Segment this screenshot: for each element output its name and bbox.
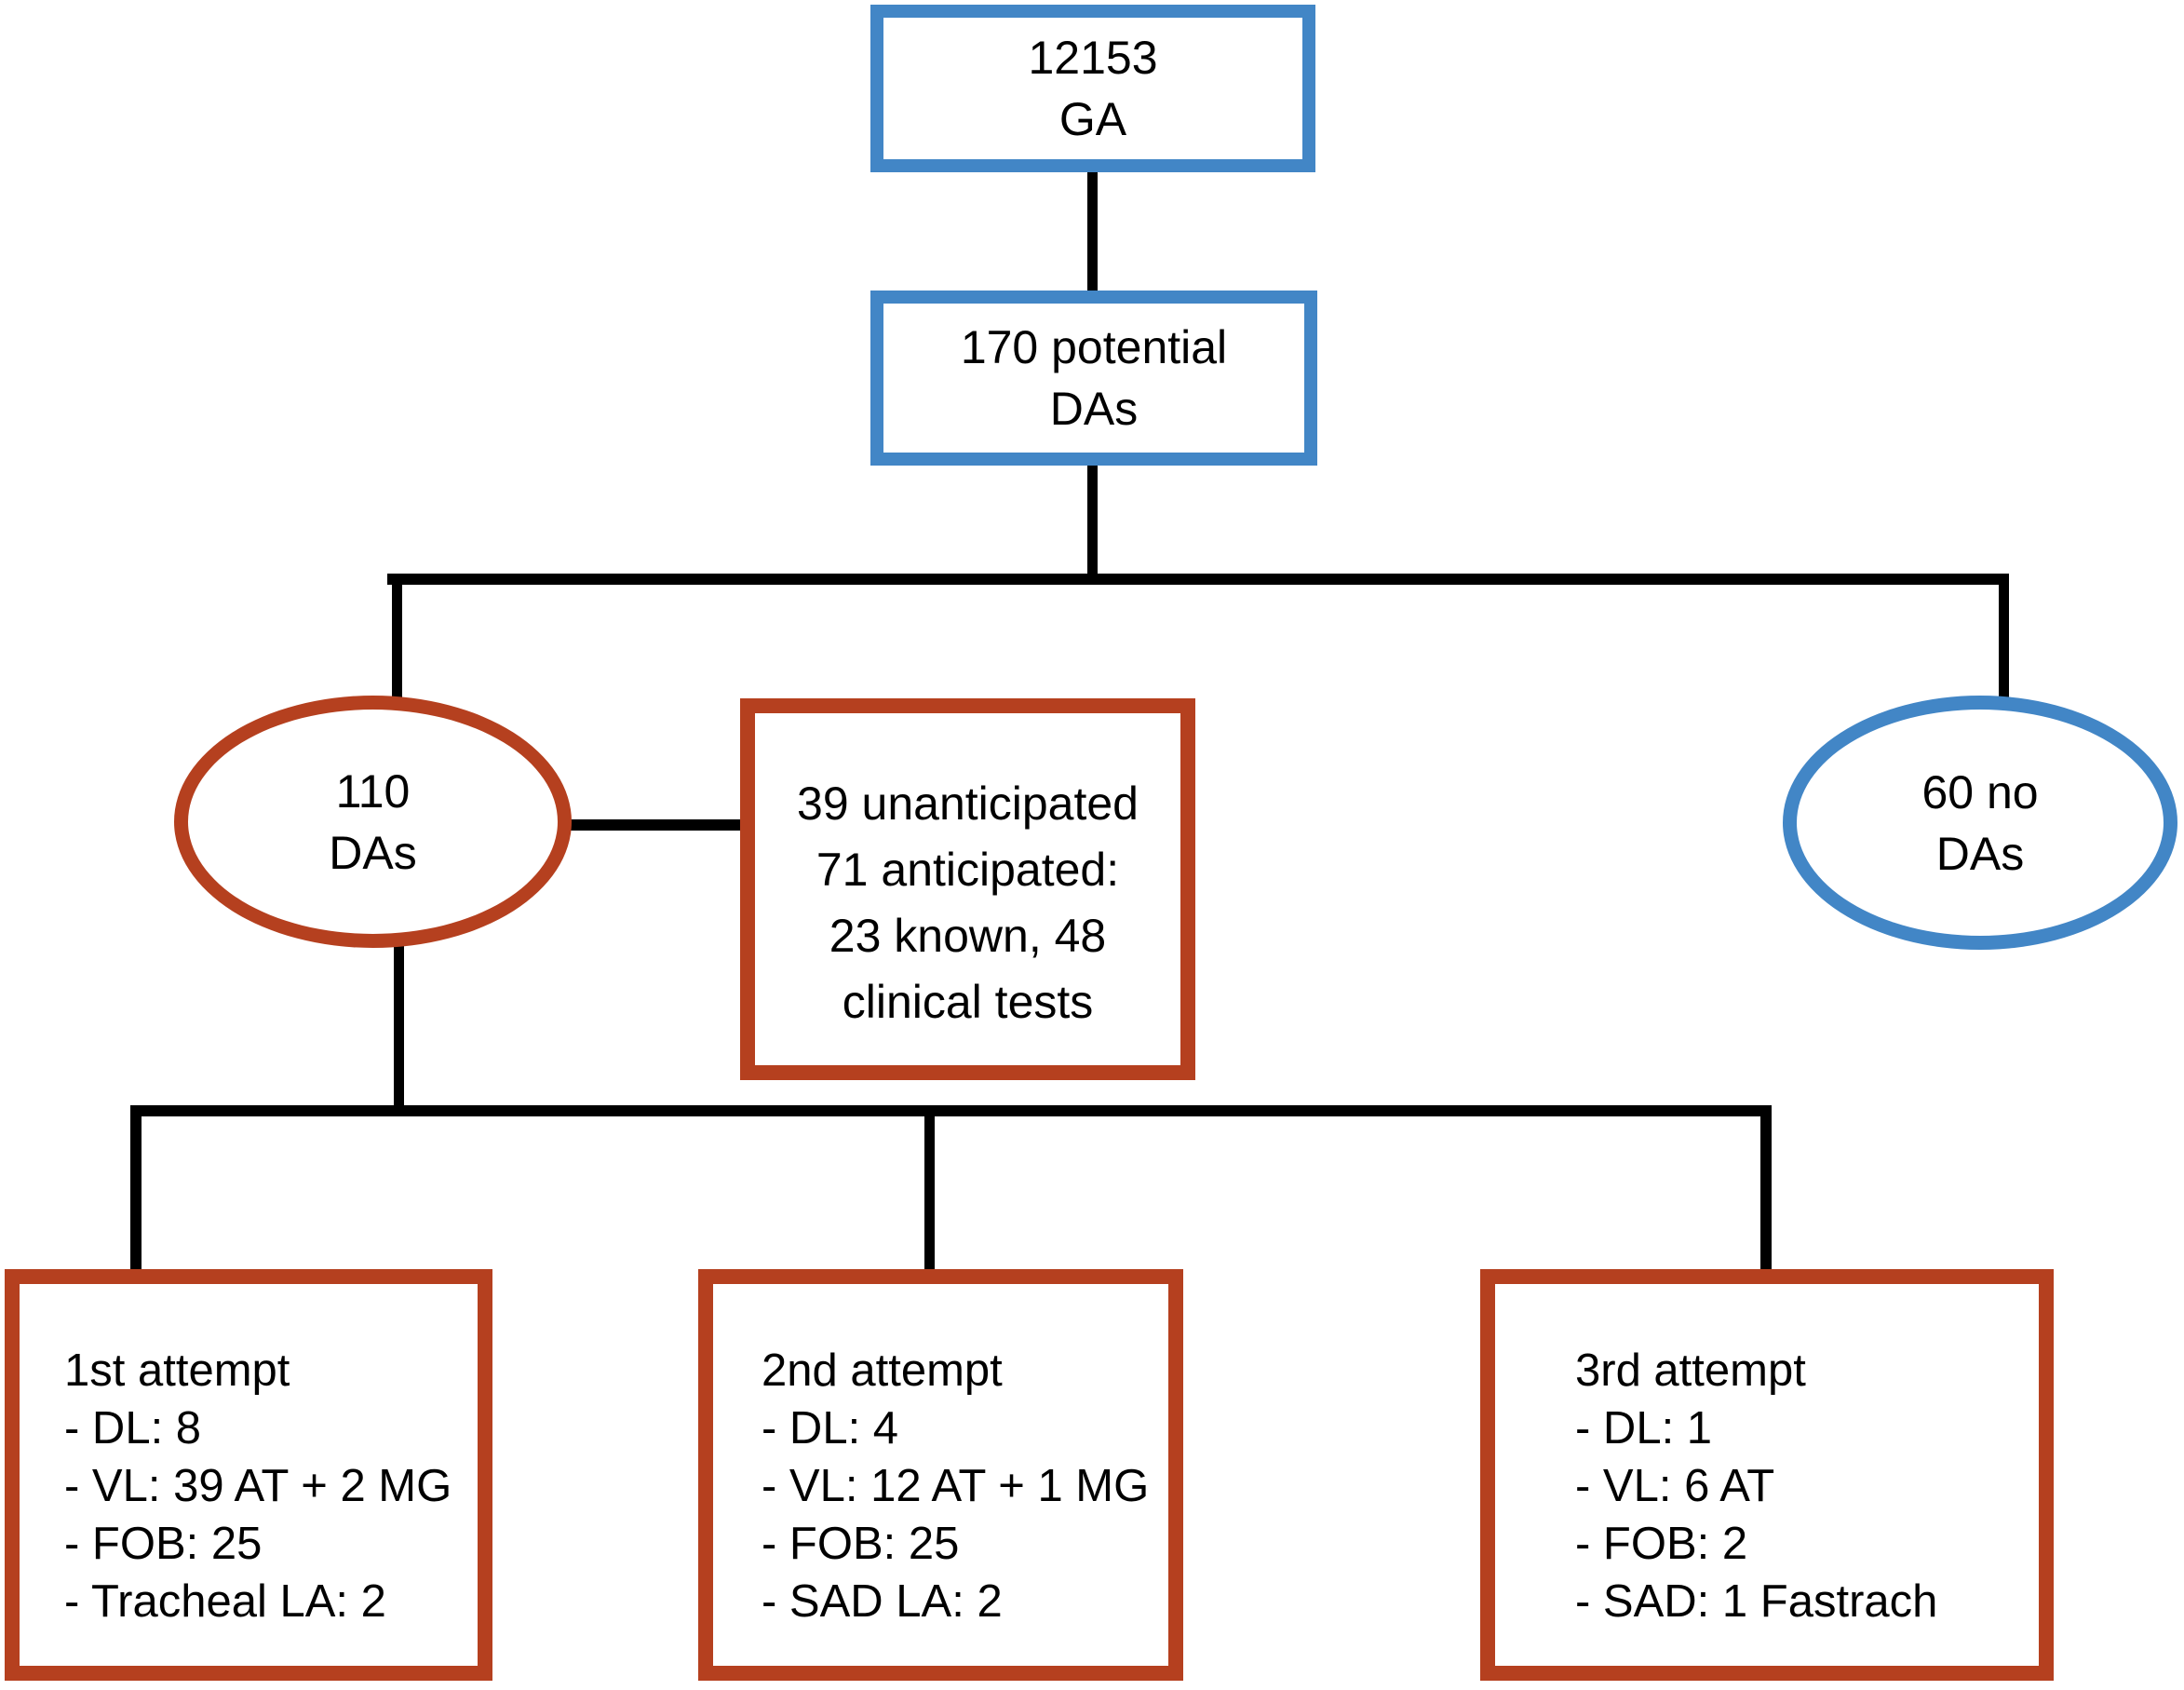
node-text-line: 2nd attempt [762, 1345, 1003, 1396]
node-text-line: DAs [1049, 383, 1139, 435]
node-text-line: DAs [1935, 827, 2025, 880]
connector-branch-to-attempt-2 [924, 1105, 935, 1273]
node-text-line: 110 [335, 764, 411, 818]
node-text-line: - SAD: 1 Fastrach [1575, 1576, 1938, 1627]
connector-branch-to-attempt-1 [130, 1105, 142, 1273]
node-text-line: - SAD LA: 2 [762, 1576, 1003, 1627]
node-text-line: - DL: 1 [1575, 1403, 1713, 1453]
node-text-line: - Tracheal LA: 2 [64, 1576, 386, 1627]
node-text-line: 23 known, 48 [829, 910, 1107, 962]
connector-das-to-anticipation [566, 819, 743, 831]
node-text-line: clinical tests [842, 976, 1094, 1028]
node-anticipation-box: 39 unanticipated 71 anticipated: 23 know… [740, 698, 1195, 1080]
node-text-line: - FOB: 25 [762, 1519, 960, 1569]
node-text-line: - VL: 39 AT + 2 MG [64, 1461, 452, 1511]
node-text-line: 170 potential [960, 321, 1228, 373]
node-potential-das-box: 170 potential DAs [870, 291, 1317, 466]
connector-branch-to-attempt-3 [1760, 1105, 1772, 1273]
node-das-ellipse: 110 DAs [174, 696, 572, 948]
node-text-line: 12153 [1028, 32, 1158, 84]
node-text-line: - DL: 4 [762, 1403, 899, 1453]
connector-branch-to-no-das [1999, 574, 2009, 699]
node-text-line: 71 anticipated: [816, 844, 1120, 896]
node-text-line: 39 unanticipated [797, 777, 1139, 830]
node-text-line: 60 no [1921, 765, 2039, 818]
connector-top-branch-bar [387, 574, 2009, 585]
connector-ga-to-potential [1087, 170, 1098, 293]
connector-potential-to-branch [1087, 463, 1098, 579]
node-text-line: GA [1058, 93, 1127, 145]
node-first-attempt-box: 1st attempt - DL: 8 - VL: 39 AT + 2 MG -… [5, 1269, 492, 1681]
node-text-line: - FOB: 25 [64, 1519, 263, 1569]
node-third-attempt-box: 3rd attempt - DL: 1 - VL: 6 AT - FOB: 2 … [1480, 1269, 2054, 1681]
node-text-line: 1st attempt [64, 1345, 290, 1396]
node-no-das-ellipse: 60 no DAs [1783, 696, 2177, 950]
connector-das-to-lower-branch [394, 942, 404, 1110]
node-text-line: DAs [329, 826, 417, 879]
node-text-line: - VL: 12 AT + 1 MG [762, 1461, 1150, 1511]
connector-lower-branch-bar [130, 1105, 1772, 1116]
node-text-line: - VL: 6 AT [1575, 1461, 1775, 1511]
node-ga-box: 12153 GA [870, 5, 1315, 172]
node-text-line: 3rd attempt [1575, 1345, 1806, 1396]
node-text-line: - DL: 8 [64, 1403, 202, 1453]
node-second-attempt-box: 2nd attempt - DL: 4 - VL: 12 AT + 1 MG -… [698, 1269, 1183, 1681]
connector-branch-to-das [392, 574, 402, 699]
node-text-line: - FOB: 2 [1575, 1519, 1748, 1569]
